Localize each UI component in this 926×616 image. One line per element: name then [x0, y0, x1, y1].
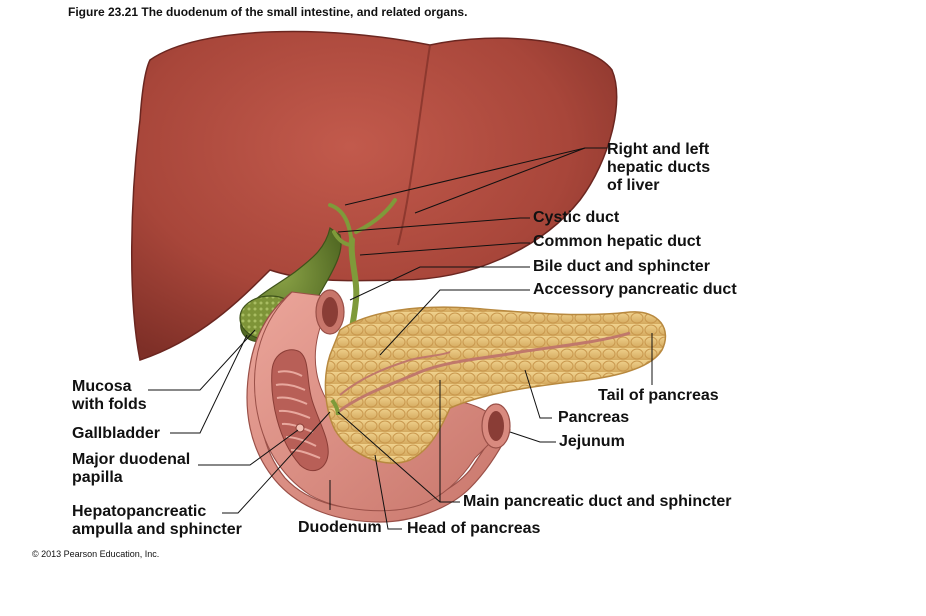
- label-duodenum: Duodenum: [298, 519, 382, 536]
- label-hepatopancreatic-ampulla: Hepatopancreatic ampulla and sphincter: [72, 503, 242, 538]
- label-accessory-pancreatic-duct: Accessory pancreatic duct: [533, 281, 737, 298]
- label-tail-of-pancreas: Tail of pancreas: [598, 387, 719, 404]
- liver: [131, 30, 618, 361]
- label-jejunum: Jejunum: [559, 433, 625, 450]
- copyright-notice: © 2013 Pearson Education, Inc.: [32, 549, 160, 559]
- label-main-pancreatic-duct: Main pancreatic duct and sphincter: [463, 493, 732, 510]
- label-gallbladder: Gallbladder: [72, 425, 161, 442]
- liver-fissure: [397, 44, 431, 246]
- label-head-of-pancreas: Head of pancreas: [407, 520, 541, 537]
- label-cystic-duct: Cystic duct: [533, 209, 620, 226]
- label-major-papilla: Major duodenal papilla: [72, 451, 191, 486]
- label-pancreas: Pancreas: [558, 409, 630, 426]
- figure-title: Figure 23.21 The duodenum of the small i…: [68, 5, 468, 19]
- label-common-hepatic-duct: Common hepatic duct: [533, 233, 702, 250]
- pancreas: [324, 306, 667, 464]
- main-pancreatic-duct: [337, 331, 631, 414]
- accessory-pancreatic-duct: [339, 351, 451, 396]
- label-hepatic-ducts: Right and left hepatic ducts of liver: [607, 141, 711, 194]
- leader-lines: [148, 147, 653, 530]
- label-mucosa: Mucosa with folds: [72, 378, 147, 413]
- label-bile-duct: Bile duct and sphincter: [533, 258, 710, 275]
